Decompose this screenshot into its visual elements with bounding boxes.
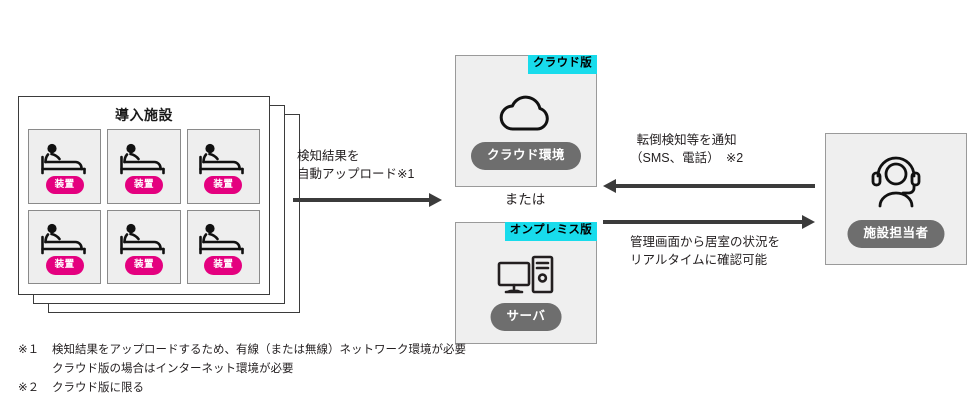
footnote-mark: ※２ xyxy=(18,381,40,394)
onpremise-version-badge: オンプレミス版 xyxy=(504,222,597,241)
room-cell: 装置 xyxy=(28,129,102,204)
bed-person-icon xyxy=(39,219,91,255)
operator-card: 施設担当者 xyxy=(825,133,967,265)
room-cell: 装置 xyxy=(107,129,181,204)
device-badge: 装置 xyxy=(124,175,163,194)
footnote-text: 検知結果をアップロードするため、有線（または無線）ネットワーク環境が必要 クラウ… xyxy=(52,344,466,375)
footnote-text: クラウド版に限る xyxy=(52,381,144,394)
bed-person-icon xyxy=(39,139,91,175)
onpremise-platform-card: オンプレミス版 サーバ xyxy=(455,222,597,344)
room-grid: 装置 装置 装置 xyxy=(28,129,260,284)
cloud-icon xyxy=(456,92,596,134)
server-desktop-icon xyxy=(456,251,596,299)
bed-person-icon xyxy=(118,219,170,255)
bed-person-icon xyxy=(118,139,170,175)
room-cell: 装置 xyxy=(107,209,181,284)
facility-card: 導入施設 装置 装置 xyxy=(18,96,270,295)
cloud-version-badge: クラウド版 xyxy=(528,55,597,74)
device-badge: 装置 xyxy=(124,256,163,275)
upload-flow-caption: 検知結果を 自動アップロード※1 xyxy=(297,149,415,182)
cloud-platform-card: クラウド版 クラウド環境 xyxy=(455,55,597,187)
device-badge: 装置 xyxy=(45,256,84,275)
monitor-flow-caption: 管理画面から居室の状況を リアルタイムに確認可能 xyxy=(630,235,781,268)
facility-title: 導入施設 xyxy=(115,107,173,123)
room-cell: 装置 xyxy=(186,209,260,284)
footnote-row: ※２ クラウド版に限る xyxy=(18,379,466,398)
facility-group: 導入施設 装置 装置 xyxy=(18,96,300,313)
operator-pill: 施設担当者 xyxy=(847,220,945,248)
device-badge: 装置 xyxy=(204,256,243,275)
notify-flow-caption: 転倒検知等を通知 （SMS、電話） ※2 xyxy=(630,133,744,166)
device-badge: 装置 xyxy=(45,175,84,194)
footnote-mark: ※１ xyxy=(18,344,40,356)
room-cell: 装置 xyxy=(28,209,102,284)
bed-person-icon xyxy=(197,219,249,255)
cloud-environment-pill: クラウド環境 xyxy=(470,142,582,170)
device-badge: 装置 xyxy=(204,175,243,194)
bed-person-icon xyxy=(197,139,249,175)
footnotes: ※１ 検知結果をアップロードするため、有線（または無線）ネットワーク環境が必要 … xyxy=(18,341,466,398)
headset-person-icon xyxy=(826,156,966,212)
room-cell: 装置 xyxy=(186,129,260,204)
server-pill: サーバ xyxy=(490,303,562,331)
footnote-row: ※１ 検知結果をアップロードするため、有線（または無線）ネットワーク環境が必要 … xyxy=(18,341,466,379)
platform-or-label: または xyxy=(504,192,546,207)
